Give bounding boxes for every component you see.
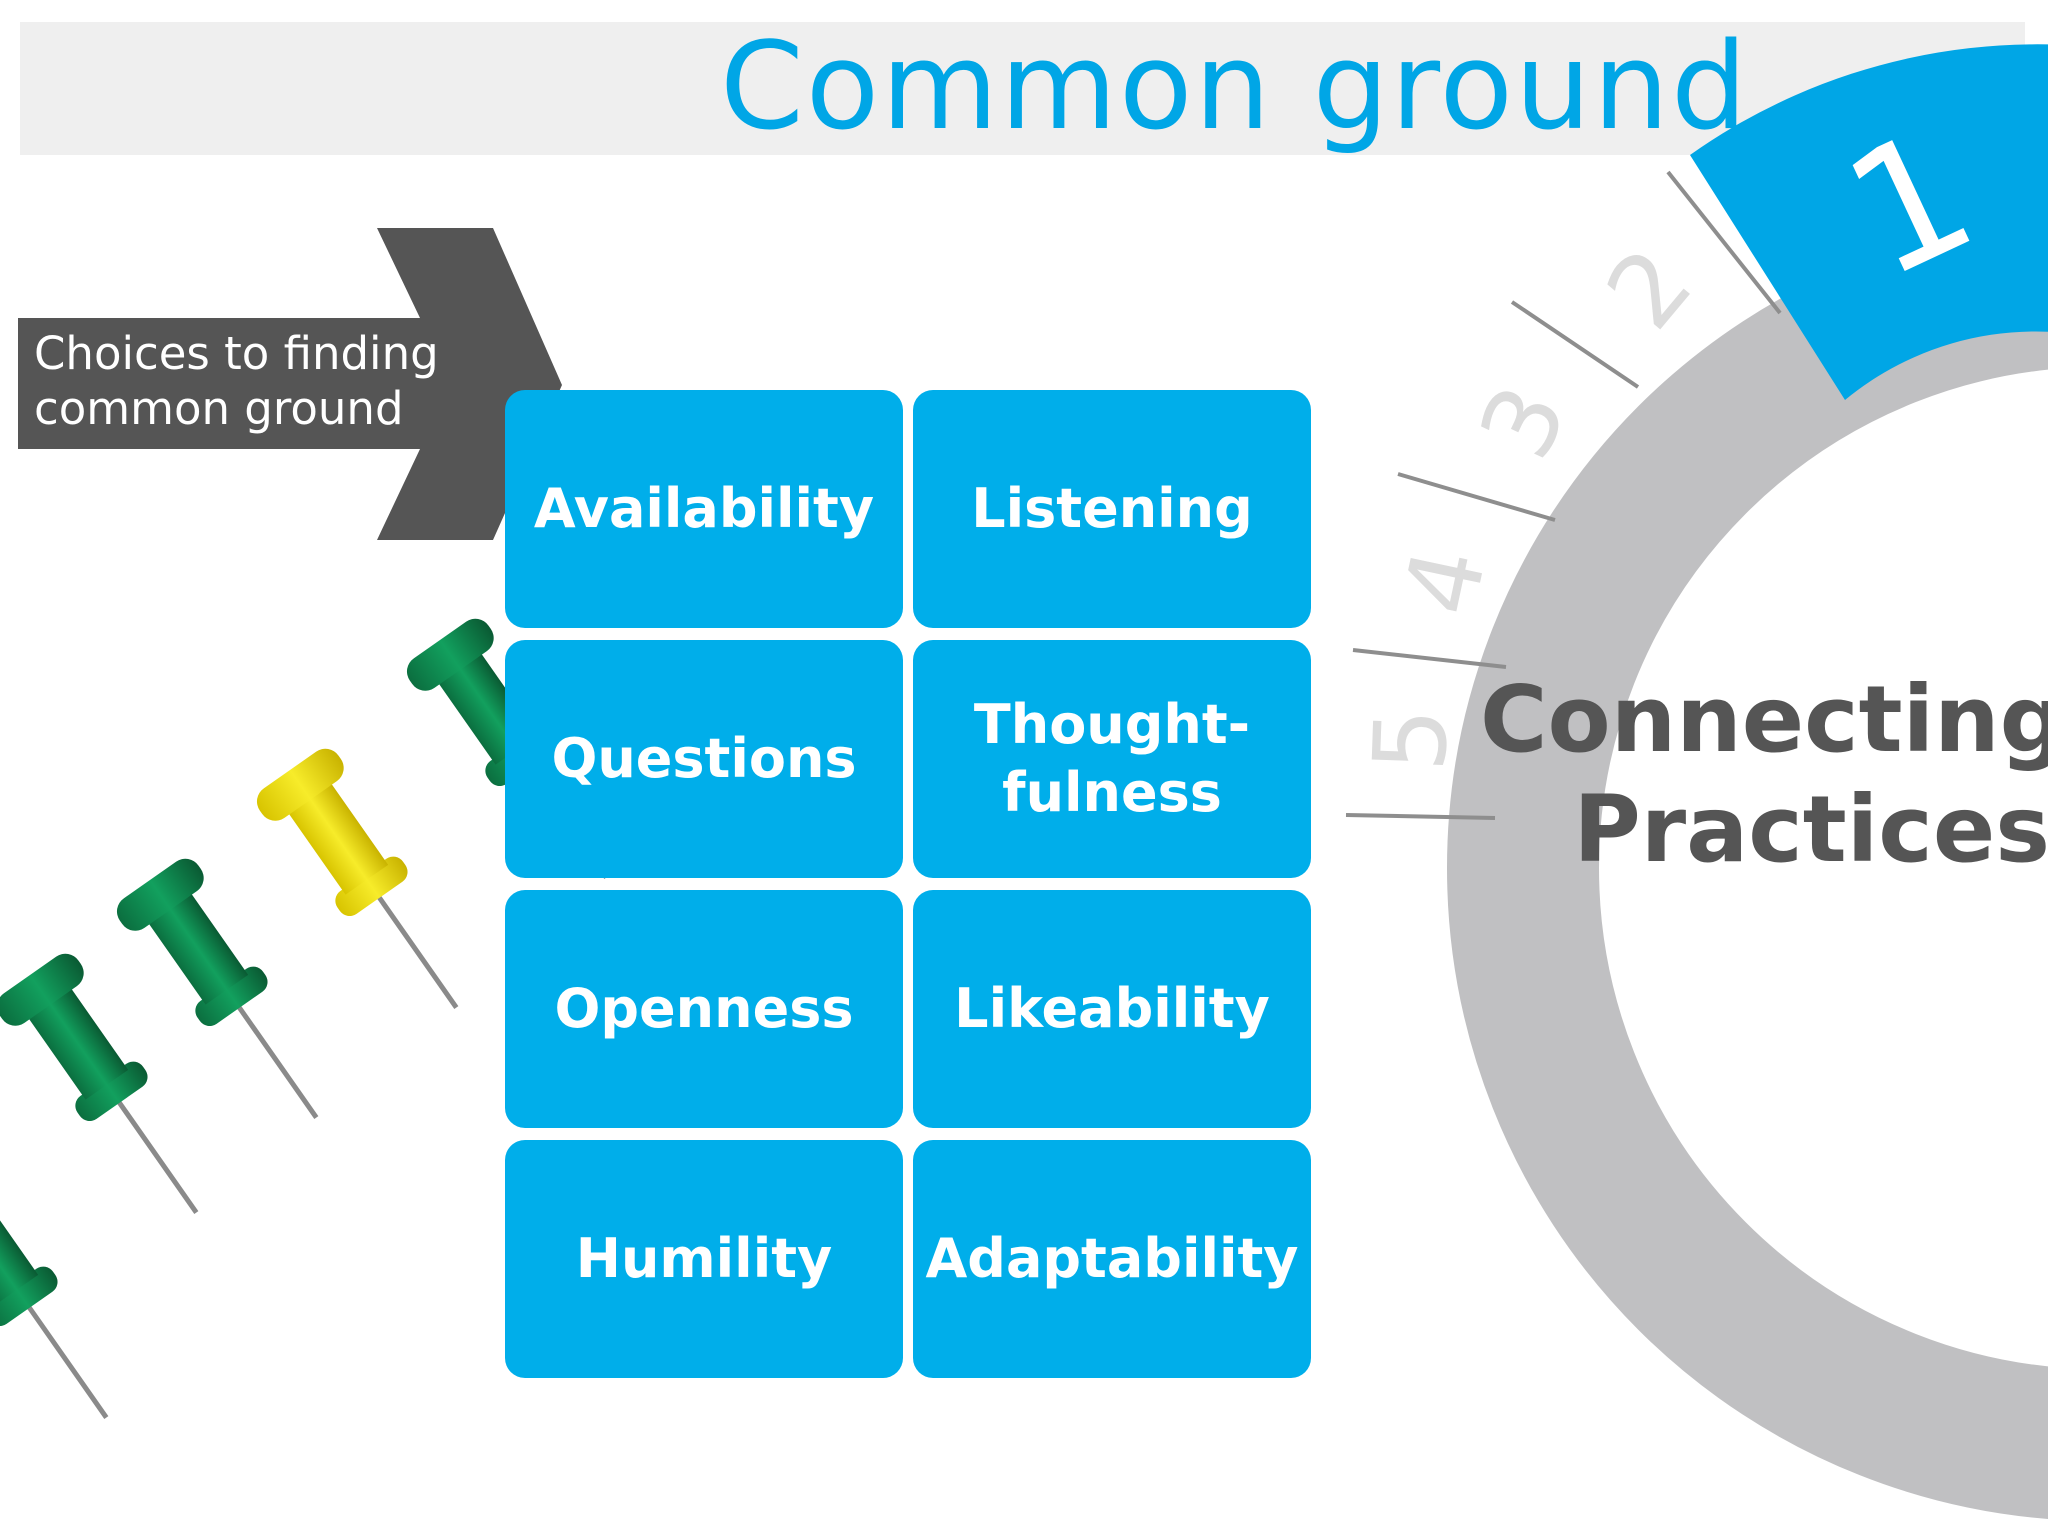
title-band <box>20 22 2025 155</box>
wheel-ring <box>1447 217 2048 1519</box>
center-line-2: Practices <box>1573 776 2048 883</box>
wheel-step-4: 4 <box>1381 538 1509 625</box>
wheel-center-label: Connecting Practices <box>1480 665 2048 885</box>
wheel-separators <box>1345 170 1782 820</box>
tile-humility: Humility <box>505 1140 903 1378</box>
tile-thoughtfulness: Thought-fulness <box>913 640 1311 878</box>
tile-adaptability: Adaptability <box>913 1140 1311 1378</box>
tile-likeability: Likeability <box>913 890 1311 1128</box>
wheel-step-2: 2 <box>1584 226 1715 350</box>
callout-line-2: common ground <box>34 382 404 435</box>
slide-title: Common ground <box>720 18 1750 157</box>
tile-availability: Availability <box>505 390 903 628</box>
center-line-1: Connecting <box>1480 666 2048 773</box>
tile-questions: Questions <box>505 640 903 878</box>
wheel-step-3: 3 <box>1457 368 1590 475</box>
wheel-segment-active <box>1690 44 2048 400</box>
tile-listening: Listening <box>913 390 1311 628</box>
callout-label: Choices to finding common ground <box>34 326 464 436</box>
tile-openness: Openness <box>505 890 903 1128</box>
callout-arrow-shape <box>18 228 562 540</box>
wheel-step-5: 5 <box>1351 706 1470 774</box>
callout-line-1: Choices to finding <box>34 327 439 380</box>
